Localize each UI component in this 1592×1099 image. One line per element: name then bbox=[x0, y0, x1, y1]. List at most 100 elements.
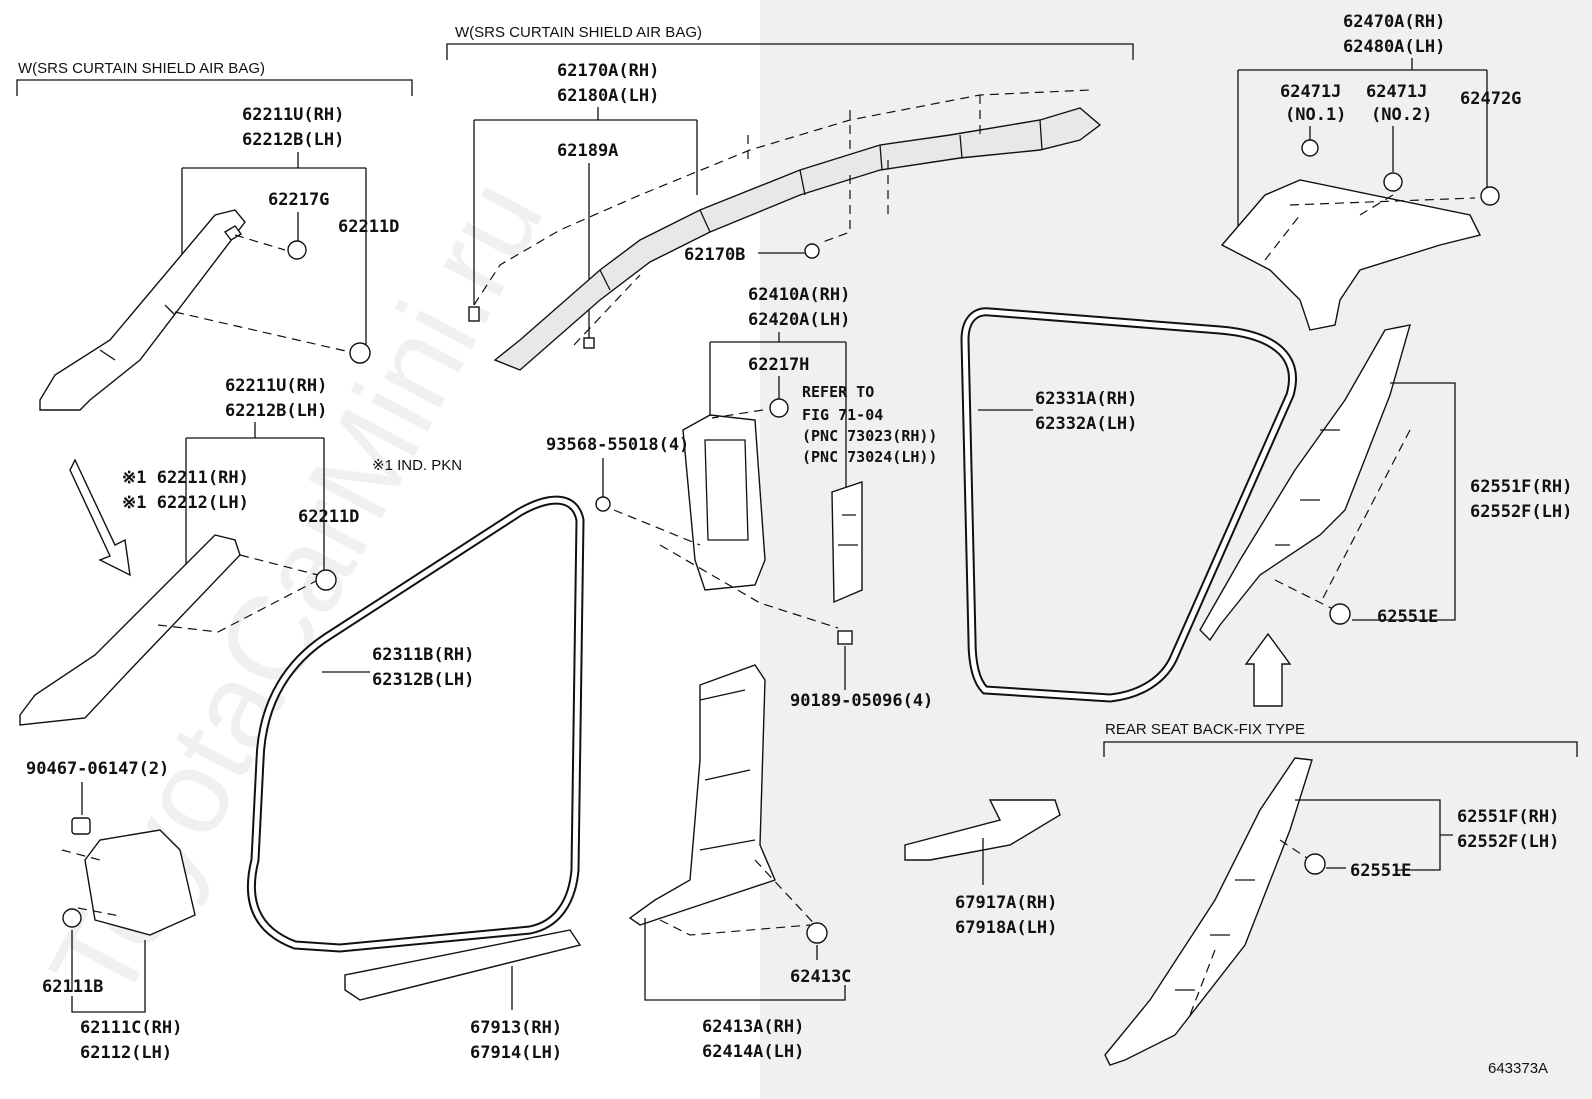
bolt-62170B-icon bbox=[804, 243, 820, 259]
label-62212B-lh-b[interactable]: 62212B(LH) bbox=[225, 401, 327, 421]
leader-62551F-a bbox=[1352, 382, 1456, 621]
label-67917A-rh[interactable]: 67917A(RH) bbox=[955, 893, 1057, 913]
leader-62170A bbox=[473, 107, 698, 305]
label-62211U-rh-a[interactable]: 62211U(RH) bbox=[242, 105, 344, 125]
leader-62551F-b bbox=[1295, 799, 1453, 871]
label-62211D-b[interactable]: 62211D bbox=[298, 507, 359, 527]
label-62410A-rh[interactable]: 62410A(RH) bbox=[748, 285, 850, 305]
label-62471J-1-no[interactable]: (NO.1) bbox=[1285, 105, 1346, 125]
airbag-dashed-guides bbox=[473, 89, 1091, 346]
label-62331A-rh[interactable]: 62331A(RH) bbox=[1035, 389, 1137, 409]
a-pillar-garnish-upper bbox=[39, 209, 246, 411]
clip-62211D-a-icon bbox=[349, 342, 371, 364]
label-62552F-lh-b[interactable]: 62552F(LH) bbox=[1457, 832, 1559, 852]
label-67913-rh[interactable]: 67913(RH) bbox=[470, 1018, 562, 1038]
clip-62211D-b-icon bbox=[315, 569, 337, 591]
clip-62217H-icon bbox=[769, 398, 789, 418]
rear-scuff-plate bbox=[904, 799, 1061, 861]
clip-90189-icon bbox=[837, 630, 853, 645]
quarter-trim-upper-detail bbox=[1275, 429, 1340, 546]
label-62170B[interactable]: 62170B bbox=[684, 245, 745, 265]
label-62551E-a[interactable]: 62551E bbox=[1377, 607, 1438, 627]
label-62551E-b[interactable]: 62551E bbox=[1350, 861, 1411, 881]
label-90189[interactable]: 90189-05096(4) bbox=[790, 691, 933, 711]
label-62211D-a[interactable]: 62211D bbox=[338, 217, 399, 237]
quarter-trim-lower-detail bbox=[1175, 879, 1255, 991]
clip-tab-upper bbox=[223, 225, 243, 241]
leader-62211U-b bbox=[185, 422, 325, 575]
roof-garnish-dashed bbox=[1264, 194, 1476, 261]
group-bracket-srs-left bbox=[16, 79, 413, 96]
group-bracket-rear-seat bbox=[1103, 741, 1578, 757]
up-arrow-icon bbox=[1244, 632, 1292, 707]
label-62551F-rh-b[interactable]: 62551F(RH) bbox=[1457, 807, 1559, 827]
diagram-id: 643373A bbox=[1488, 1060, 1548, 1077]
label-62212-lh[interactable]: ※1 62212(LH) bbox=[122, 493, 249, 513]
label-62111C-rh[interactable]: 62111C(RH) bbox=[80, 1018, 182, 1038]
roof-side-inner-garnish bbox=[1220, 179, 1482, 331]
label-62471J-2-no[interactable]: (NO.2) bbox=[1371, 105, 1432, 125]
clip-90467-icon bbox=[71, 817, 91, 835]
label-62211U-rh-b[interactable]: 62211U(RH) bbox=[225, 376, 327, 396]
clip-62413C-icon bbox=[806, 922, 828, 944]
group-label-srs-left: W(SRS CURTAIN SHIELD AIR BAG) bbox=[18, 60, 265, 77]
label-93568[interactable]: 93568-55018(4) bbox=[546, 435, 689, 455]
screw-93568-icon bbox=[595, 496, 611, 512]
clip-62189A-icon bbox=[583, 337, 595, 349]
label-62413A-rh[interactable]: 62413A(RH) bbox=[702, 1017, 804, 1037]
label-62471J-1[interactable]: 62471J bbox=[1280, 82, 1341, 102]
label-67918A-lh[interactable]: 67918A(LH) bbox=[955, 918, 1057, 938]
direction-arrow-icon bbox=[69, 458, 131, 577]
a-pillar-garnish-lower bbox=[19, 534, 241, 726]
label-62180A-lh[interactable]: 62180A(LH) bbox=[557, 86, 659, 106]
dashed-guides-cowl bbox=[61, 849, 121, 917]
leader-62413A bbox=[644, 918, 846, 1001]
label-62413C[interactable]: 62413C bbox=[790, 967, 851, 987]
label-67914-lh[interactable]: 67914(LH) bbox=[470, 1043, 562, 1063]
refer-line3: (PNC 73023(RH)) bbox=[802, 427, 937, 445]
clip-62551E-b-icon bbox=[1304, 853, 1326, 875]
center-pillar-upper-recess bbox=[704, 439, 749, 541]
rear-door-weatherstrip-inner bbox=[962, 309, 1295, 701]
clip-62472G-icon bbox=[1480, 186, 1500, 206]
label-62552F-lh-a[interactable]: 62552F(LH) bbox=[1470, 502, 1572, 522]
group-bracket-srs-top bbox=[446, 43, 1134, 60]
label-62217G[interactable]: 62217G bbox=[268, 190, 329, 210]
curtain-shield-airbag bbox=[493, 107, 1102, 371]
label-62112-lh[interactable]: 62112(LH) bbox=[80, 1043, 172, 1063]
label-62170A-rh[interactable]: 62170A(RH) bbox=[557, 61, 659, 81]
label-62311B-rh[interactable]: 62311B(RH) bbox=[372, 645, 474, 665]
leader-62410A bbox=[709, 332, 847, 488]
front-door-weatherstrip-inner bbox=[248, 497, 583, 951]
seat-belt-cover-detail bbox=[838, 514, 858, 546]
group-label-srs-top: W(SRS CURTAIN SHIELD AIR BAG) bbox=[455, 24, 702, 41]
quarter-trim-upper-dashed bbox=[1274, 429, 1411, 611]
a-pillar-detail-upper bbox=[99, 304, 176, 361]
label-62420A-lh[interactable]: 62420A(LH) bbox=[748, 310, 850, 330]
group-label-rear-seat: REAR SEAT BACK-FIX TYPE bbox=[1105, 721, 1305, 738]
label-62480A-lh[interactable]: 62480A(LH) bbox=[1343, 37, 1445, 57]
label-62211-rh[interactable]: ※1 62211(RH) bbox=[122, 468, 249, 488]
label-62472G[interactable]: 62472G bbox=[1460, 89, 1521, 109]
refer-line1: REFER TO bbox=[802, 383, 874, 401]
label-62189A[interactable]: 62189A bbox=[557, 141, 618, 161]
label-62551F-rh-a[interactable]: 62551F(RH) bbox=[1470, 477, 1572, 497]
quarter-trim-lower-dashed bbox=[1189, 839, 1311, 1016]
label-62332A-lh[interactable]: 62332A(LH) bbox=[1035, 414, 1137, 434]
background-panel bbox=[760, 0, 1592, 1099]
label-62470A-rh[interactable]: 62470A(RH) bbox=[1343, 12, 1445, 32]
leader-62470A bbox=[1237, 58, 1488, 240]
label-62217H[interactable]: 62217H bbox=[748, 355, 809, 375]
label-62312B-lh[interactable]: 62312B(LH) bbox=[372, 670, 474, 690]
dashed-guides-lower-left bbox=[157, 554, 319, 633]
label-62111B[interactable]: 62111B bbox=[42, 977, 103, 997]
label-62212B-lh-a[interactable]: 62212B(LH) bbox=[242, 130, 344, 150]
center-pillar-lower-dashed bbox=[659, 859, 821, 936]
quarter-trim-upper bbox=[1199, 324, 1411, 642]
label-62471J-2[interactable]: 62471J bbox=[1366, 82, 1427, 102]
label-62414A-lh[interactable]: 62414A(LH) bbox=[702, 1042, 804, 1062]
label-90467[interactable]: 90467-06147(2) bbox=[26, 759, 169, 779]
leader-62111C bbox=[71, 930, 146, 1013]
